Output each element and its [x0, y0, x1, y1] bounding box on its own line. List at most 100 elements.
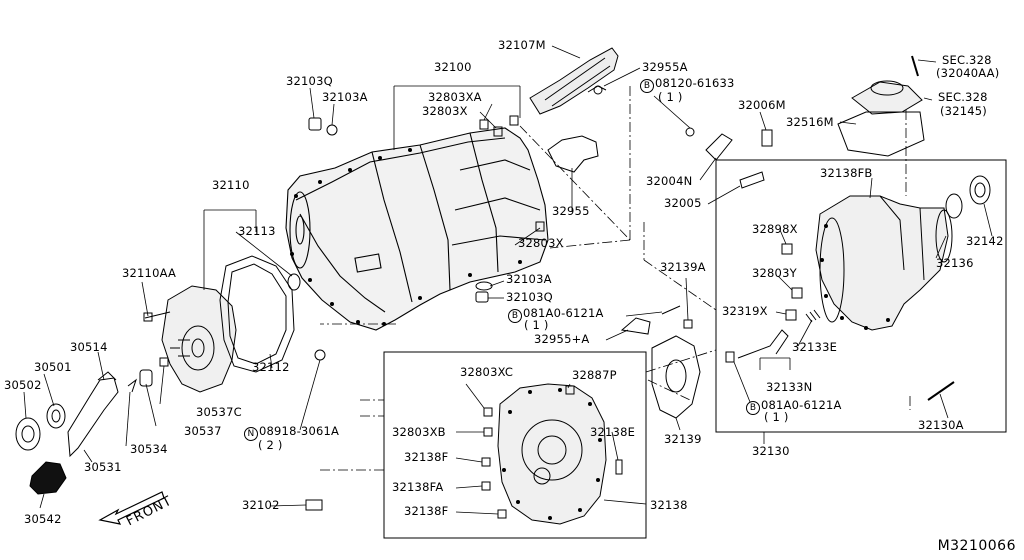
label-32103A-top: 32103A [322, 90, 368, 104]
extension-box-32130 [715, 159, 1007, 433]
label-32103Q-mid: 32103Q [506, 290, 553, 304]
label-30542: 30542 [24, 512, 62, 526]
label-32100: 32100 [434, 60, 472, 74]
label-30534: 30534 [130, 442, 168, 456]
bolt-32130A [927, 381, 955, 401]
pivot-30537 [139, 369, 153, 387]
label-sec328-b: SEC.328 [938, 90, 988, 104]
label-32133E: 32133E [792, 340, 838, 354]
label-32898X: 32898X [752, 222, 798, 236]
label-32139A: 32139A [660, 260, 706, 274]
bearing-retainer-32110 [161, 285, 237, 393]
bolt-sec328 [911, 55, 919, 77]
label-32138F-b: 32138F [404, 504, 449, 518]
label-32955A: 32955A [642, 60, 688, 74]
plug-32803XA [479, 119, 489, 130]
spring-30514 [97, 371, 117, 381]
bolt-32139A [683, 319, 693, 329]
label-32803Y: 32803Y [752, 266, 797, 280]
label-32103A-mid: 32103A [506, 272, 552, 286]
label-32006M: 32006M [738, 98, 786, 112]
plug-32898X [781, 243, 793, 255]
release-bearing-30502 [15, 417, 41, 451]
bolt-08120-number: 08120-61633 [655, 76, 735, 90]
label-32803X-top: 32803X [422, 104, 468, 118]
label-32107M: 32107M [498, 38, 546, 52]
bolt-081A0-a [661, 305, 681, 315]
label-32102: 32102 [242, 498, 280, 512]
label-32138E: 32138E [590, 425, 636, 439]
front-arrow [98, 491, 165, 525]
adapter-plate-32138 [497, 383, 607, 525]
label-30514: 30514 [70, 340, 108, 354]
label-32110: 32110 [212, 178, 250, 192]
label-32004N: 32004N [646, 174, 693, 188]
label-32319X: 32319X [722, 304, 768, 318]
label-32803XB: 32803XB [392, 425, 446, 439]
lever-32133N [737, 329, 789, 359]
label-nut-08918-qty: ( 2 ) [258, 438, 283, 452]
nut-08918-number: 08918-3061A [259, 424, 340, 438]
label-32130: 32130 [752, 444, 790, 458]
washer-32103A-mid [475, 281, 493, 291]
label-30501: 30501 [34, 360, 72, 374]
label-32113: 32113 [238, 224, 276, 238]
plug-32102 [305, 499, 323, 511]
gasket-32139 [651, 335, 701, 419]
label-32803XA: 32803XA [428, 90, 482, 104]
label-32803X-mid: 32803X [518, 236, 564, 250]
withdrawal-lever-30531 [67, 377, 119, 458]
label-30537C: 30537C [196, 405, 242, 419]
label-32112: 32112 [252, 360, 290, 374]
nut-prefix-icon: N [244, 427, 258, 441]
label-32138: 32138 [650, 498, 688, 512]
transmission-case-32100 [285, 127, 549, 331]
label-32803XC: 32803XC [460, 365, 514, 379]
clip-30534 [127, 378, 137, 393]
plug-32103Q-top [308, 117, 322, 131]
boot-30542 [29, 461, 67, 495]
label-sec328-a-code: (32040AA) [936, 66, 1000, 80]
bolt-081A0-b-number: 081A0-6121A [761, 398, 842, 412]
plug-32103Q-mid [475, 291, 489, 303]
plug-32803X-top [493, 126, 503, 137]
label-sec328-a: SEC.328 [942, 53, 992, 67]
switch-32005 [739, 171, 765, 189]
leader-lines [23, 45, 993, 515]
label-32138FA: 32138FA [392, 480, 444, 494]
bolt-prefix-icon: B [746, 401, 760, 415]
label-sec328-b-code: (32145) [940, 104, 987, 118]
pivot-30537C [159, 357, 169, 367]
label-32142: 32142 [966, 234, 1004, 248]
label-32005: 32005 [664, 196, 702, 210]
label-32138FB: 32138FB [820, 166, 873, 180]
label-bolt-081A0-a-qty: ( 1 ) [524, 318, 549, 332]
label-32103Q-top: 32103Q [286, 74, 333, 88]
label-30537: 30537 [184, 424, 222, 438]
label-32887P: 32887P [572, 368, 617, 382]
seal-32142 [969, 175, 991, 205]
gasket-32516M [837, 111, 925, 157]
bracket-32004N [705, 133, 733, 161]
spring-32133E [805, 309, 821, 323]
label-32136: 32136 [936, 256, 974, 270]
gasket-32112 [219, 255, 295, 373]
adapter-box-32138 [383, 351, 647, 539]
shift-cover-sec328 [851, 80, 923, 115]
bolt-32110AA [144, 311, 171, 319]
alignment-lines [320, 86, 911, 471]
seal-32136 [945, 193, 963, 219]
plug-32803X-side [509, 115, 519, 126]
label-32133N: 32133N [766, 380, 813, 394]
bracket-32955 [547, 135, 599, 173]
bolt-prefix-icon: B [508, 309, 522, 323]
plug-32803X-mid [535, 221, 545, 232]
switch-32006M [761, 129, 773, 147]
pin-32319X [785, 309, 797, 321]
washer-32103A-top [326, 124, 338, 136]
